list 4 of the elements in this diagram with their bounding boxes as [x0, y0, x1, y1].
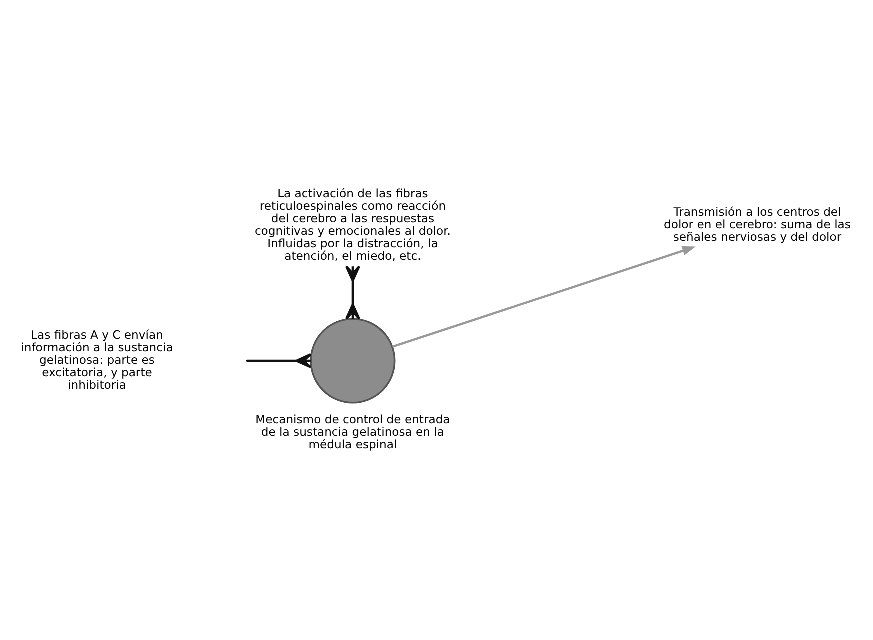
node-text: Transmisión a los centros del dolor en el cerebro: suma de las señales nerviosas y del dolor: [664, 205, 851, 244]
node-text: La activación de las fibras reticuloespinales como reacción del cerebro a las respuestas cognitivas y emocionales al dolor. Influidas por la distracción, la atención, el miedo, etc.: [254, 186, 451, 263]
node-label: Mecanismo de control de entrada de la sustancia gelatinosa en la médula espinal: [256, 412, 450, 452]
label: Las fibras A y C envían información a la sustancia gelatinosa: parte es excitatoria, y parte inhibitoria: [21, 328, 174, 392]
